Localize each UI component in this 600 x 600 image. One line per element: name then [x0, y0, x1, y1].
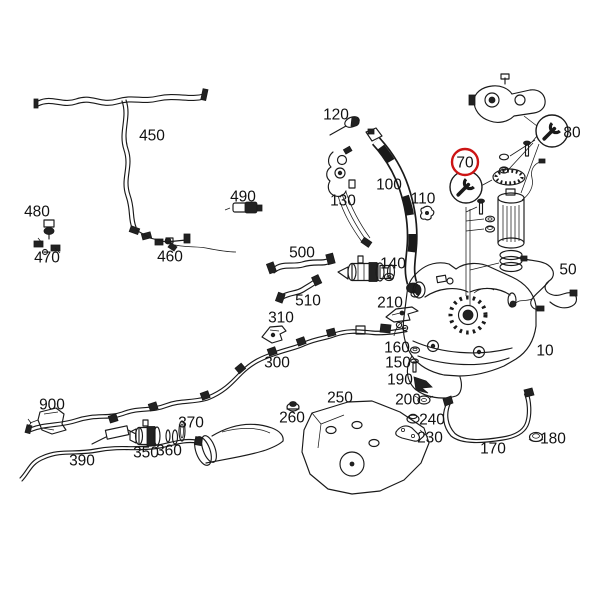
part-label-310: 310 — [268, 310, 294, 327]
part-label-470: 470 — [34, 250, 60, 267]
part-label-230: 230 — [417, 430, 443, 447]
part-260-grommet — [286, 401, 300, 412]
part-label-80: 80 — [563, 125, 581, 142]
part-label-390: 390 — [69, 453, 95, 470]
part-label-140: 140 — [380, 256, 406, 273]
part-label-300: 300 — [264, 355, 290, 372]
diagram-artwork — [19, 73, 578, 495]
part-label-360: 360 — [156, 443, 182, 460]
rubber-elbow-hose — [194, 423, 284, 466]
part-label-510: 510 — [295, 293, 321, 310]
part-310-bracket — [261, 325, 287, 344]
part-490-coupling — [224, 201, 263, 214]
part-250-shield — [301, 400, 430, 495]
part-label-200: 200 — [395, 392, 421, 409]
part-510-hose — [274, 274, 323, 304]
part-label-500: 500 — [289, 245, 315, 262]
tool-marker-80 — [535, 114, 569, 148]
part-370-ring — [178, 420, 186, 442]
part-450-fuel-lines — [33, 88, 237, 253]
part-300-fuel-line — [24, 321, 409, 435]
part-label-120: 120 — [323, 107, 349, 124]
part-900-bracket — [27, 407, 67, 435]
part-label-160: 160 — [384, 340, 410, 357]
part-label-450: 450 — [139, 128, 165, 145]
part-label-370: 370 — [178, 415, 204, 432]
part-210-bracket — [385, 306, 419, 323]
part-470-connectors — [33, 237, 61, 256]
part-70-filter-group — [465, 158, 546, 306]
part-label-480: 480 — [24, 204, 50, 221]
part-130-vent-assembly — [326, 145, 373, 248]
part-100-filler-pipe — [365, 127, 420, 298]
part-180-nut — [528, 431, 544, 443]
part-460-fitting — [165, 237, 178, 252]
part-label-250: 250 — [327, 390, 353, 407]
part-480-valve — [43, 219, 55, 240]
part-label-70: 70 — [456, 155, 474, 172]
part-110-clip — [420, 205, 435, 221]
part-170-strap — [442, 387, 535, 444]
part-350-pump-line — [91, 419, 161, 446]
part-120-cap-strap — [329, 116, 360, 136]
part-label-10: 10 — [536, 343, 554, 360]
part-140-o-ring — [383, 272, 395, 282]
part-label-110: 110 — [411, 191, 436, 208]
part-500-hose — [265, 252, 336, 275]
part-label-50: 50 — [559, 262, 577, 279]
part-360-seals — [165, 429, 179, 445]
part-label-210: 210 — [377, 295, 403, 312]
part-label-900: 900 — [39, 397, 65, 414]
part-label-490: 490 — [230, 189, 256, 206]
part-label-350: 350 — [133, 445, 159, 462]
part-10-fuel-tank — [393, 262, 537, 399]
part-label-130: 130 — [330, 193, 356, 210]
part-label-170: 170 — [480, 441, 506, 458]
part-label-100: 100 — [376, 177, 402, 194]
part-label-180: 180 — [540, 431, 566, 448]
hardware-column — [395, 346, 434, 442]
part-label-240: 240 — [419, 412, 445, 429]
part-50-harness — [509, 255, 578, 312]
part-label-150: 150 — [385, 355, 411, 372]
part-80-pump-group — [468, 73, 546, 194]
part-label-260: 260 — [279, 410, 305, 427]
part-label-460: 460 — [157, 249, 183, 266]
part-label-190: 190 — [387, 372, 413, 389]
inline-valve — [337, 255, 396, 282]
highlight-circle-70 — [450, 147, 480, 177]
